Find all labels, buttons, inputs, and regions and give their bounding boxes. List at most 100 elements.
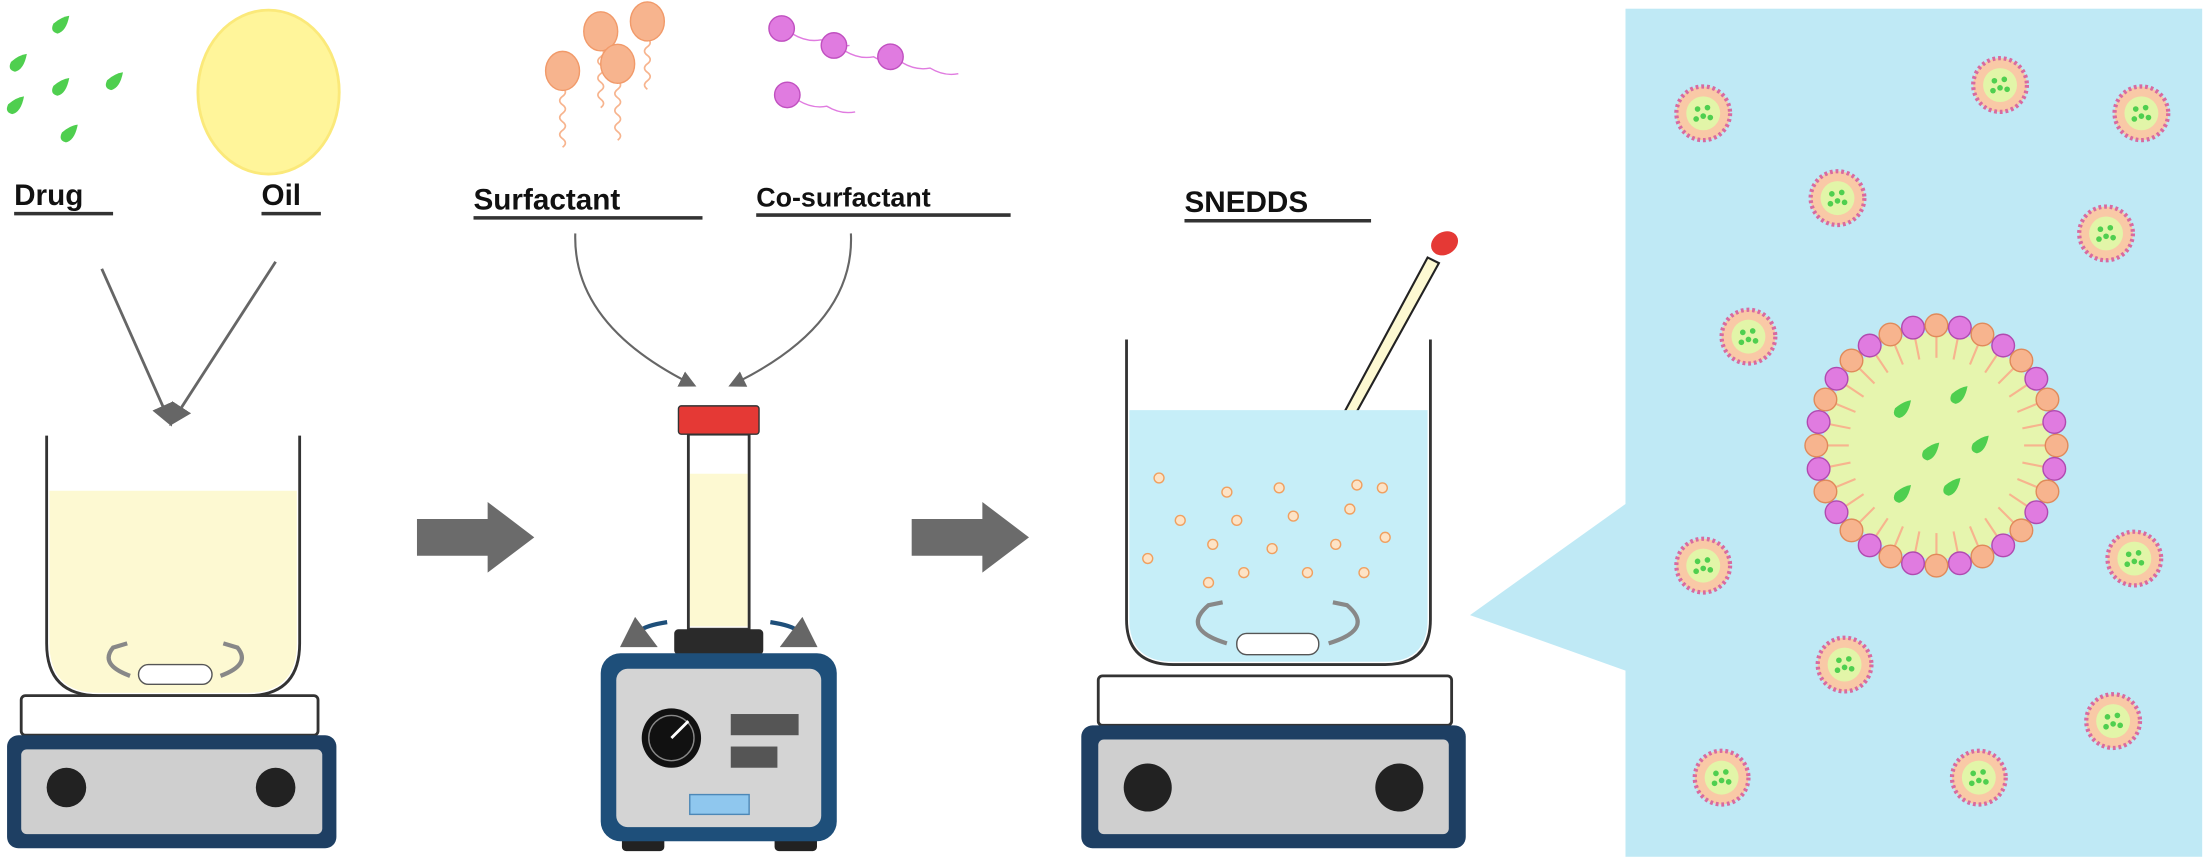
micelle-drug xyxy=(1990,87,1996,94)
cosurfactant-head xyxy=(1806,456,1831,481)
surfactant-head xyxy=(2009,518,2034,543)
micelle-drug xyxy=(1827,200,1834,207)
cosurfactant-head xyxy=(1991,533,2016,558)
drug-particles xyxy=(6,15,123,143)
process-arrow-1-icon xyxy=(416,502,535,573)
snedds-label: SNEDDS xyxy=(1184,186,1308,219)
surfactant-tail xyxy=(643,37,652,90)
stir-bar xyxy=(137,663,213,686)
nanoemulsion-droplet xyxy=(1330,538,1342,551)
display-panel-small xyxy=(730,746,778,768)
micelle-drug xyxy=(2132,106,2139,112)
micelle-drug xyxy=(2096,236,2102,242)
encapsulated-drug xyxy=(1943,477,1961,496)
cosurfactant-head xyxy=(2024,500,2049,525)
micelle-drug xyxy=(1694,106,1701,112)
nanoemulsion-droplet xyxy=(1202,576,1215,589)
knob-right[interactable] xyxy=(1375,763,1424,812)
micelle-drug xyxy=(1991,77,1998,84)
cosurfactant-head xyxy=(2042,456,2067,481)
micelles xyxy=(1674,56,2171,807)
hotplate-stirrer-2 xyxy=(1081,674,1466,849)
micelle-drug xyxy=(1694,558,1701,565)
micelle-drug xyxy=(2131,116,2138,122)
micelle-drug xyxy=(2125,551,2132,558)
micelle-drug xyxy=(1707,114,1714,121)
encapsulated-drug xyxy=(1893,485,1911,503)
micelle-drug xyxy=(1968,780,1975,787)
nanoemulsion-droplet xyxy=(1358,567,1370,579)
display-panel xyxy=(730,714,799,736)
drug-particle xyxy=(9,53,27,72)
micelle-drug xyxy=(1745,336,1752,343)
cosurfactant-head xyxy=(2024,366,2049,391)
magnification-callout xyxy=(1470,502,1629,672)
surfactant-head xyxy=(1878,322,1903,347)
surfactant-head xyxy=(1813,479,1838,504)
surfactant-tail xyxy=(597,47,605,109)
surfactant-head xyxy=(1924,313,1949,338)
encapsulated-drug xyxy=(1950,386,1968,404)
micelle-drug xyxy=(2097,226,2104,233)
encapsulated-drug xyxy=(1893,400,1911,419)
stir-arrow-right-icon xyxy=(219,641,244,678)
drug-particle xyxy=(105,72,123,91)
nanoemulsion-droplets xyxy=(1142,472,1391,589)
rotation-arrow-right-icon xyxy=(770,616,818,648)
micelle-drug xyxy=(1845,656,1852,662)
tube-cap xyxy=(677,405,760,435)
nanoemulsion-droplet xyxy=(1231,514,1243,527)
micelle-core xyxy=(2117,541,2152,576)
micelle-drug xyxy=(1970,770,1977,777)
power-button[interactable] xyxy=(689,793,750,816)
encapsulated-drug xyxy=(1922,442,1940,461)
stir-arrow-right-icon xyxy=(1328,600,1360,646)
nanoemulsion-droplet xyxy=(1351,479,1363,491)
oil-label: Oil xyxy=(261,179,301,212)
micelle-drug xyxy=(1829,191,1835,197)
micelle-drug xyxy=(1841,664,1848,671)
vortex-mixer xyxy=(600,653,837,852)
micelle-drug xyxy=(2117,722,2124,729)
micelle-drug xyxy=(1980,769,1986,775)
micelle-drug xyxy=(1834,667,1841,674)
micelle-drug xyxy=(2103,233,2109,240)
micelle-drug xyxy=(1834,198,1841,204)
knob-left[interactable] xyxy=(46,767,87,808)
surfactant-molecules xyxy=(544,1,666,148)
oil-arrow xyxy=(169,260,277,427)
cosurfactant-head xyxy=(1857,333,1882,358)
micelle-drug xyxy=(1707,567,1714,573)
micelle-drug xyxy=(2145,114,2152,121)
drug-particle xyxy=(60,124,78,143)
cosurfactant-head xyxy=(1947,551,1972,576)
nanoemulsion-droplet xyxy=(1379,531,1391,543)
surfactant-head xyxy=(1839,348,1864,373)
cosurfactant-head xyxy=(820,32,848,59)
magnified-micelle xyxy=(1804,313,2069,578)
micelle-drug xyxy=(1713,770,1719,777)
cosurfactant-head xyxy=(773,81,801,109)
micelle-drug xyxy=(1738,339,1745,346)
knob-right[interactable] xyxy=(255,767,296,808)
micelle-drug xyxy=(1838,189,1845,196)
cosurfactant-tail xyxy=(901,61,959,76)
surfactant-head xyxy=(629,1,666,42)
drug-arrow xyxy=(100,268,174,427)
cosurfactant-head xyxy=(1947,315,1972,340)
micelle-drug xyxy=(1983,779,1989,785)
knob-left[interactable] xyxy=(1123,763,1172,812)
micelle-drug xyxy=(2138,113,2145,119)
beaker-oil-mixture xyxy=(45,435,302,698)
surfactant-label: Surfactant xyxy=(474,183,621,216)
nanoemulsion-droplet xyxy=(1174,514,1186,527)
hotplate-stirrer-1 xyxy=(7,694,337,849)
drug-particle xyxy=(6,96,25,115)
surfactant-head xyxy=(600,43,636,85)
micelle-drug xyxy=(1693,116,1699,122)
cosurfactant-label: Co-surfactant xyxy=(756,183,931,213)
surfactant-head xyxy=(2035,387,2060,412)
micelle-drug xyxy=(2104,714,2111,720)
oil-droplet xyxy=(196,8,341,176)
cosurfactant-head xyxy=(1824,366,1849,391)
